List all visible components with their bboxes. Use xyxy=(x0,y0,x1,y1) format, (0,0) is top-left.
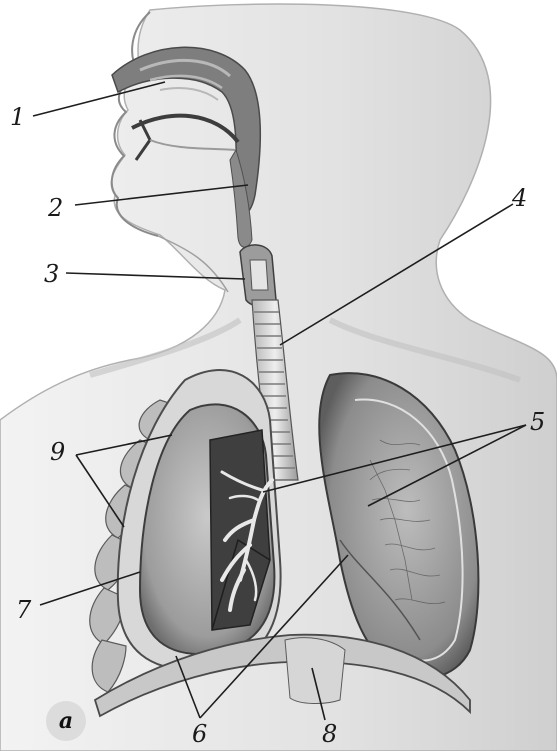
callout-5: 5 xyxy=(530,410,545,434)
callout-6: 6 xyxy=(192,722,207,746)
diaphragm-center xyxy=(285,638,345,704)
callout-7: 7 xyxy=(16,598,31,622)
larynx xyxy=(240,245,276,306)
callout-2: 2 xyxy=(48,196,63,220)
callout-4: 4 xyxy=(512,186,527,210)
callout-8: 8 xyxy=(322,722,337,746)
callout-9: 9 xyxy=(50,440,65,464)
panel-label: a xyxy=(46,701,86,741)
callout-3: 3 xyxy=(44,262,59,286)
callout-1: 1 xyxy=(10,105,25,129)
